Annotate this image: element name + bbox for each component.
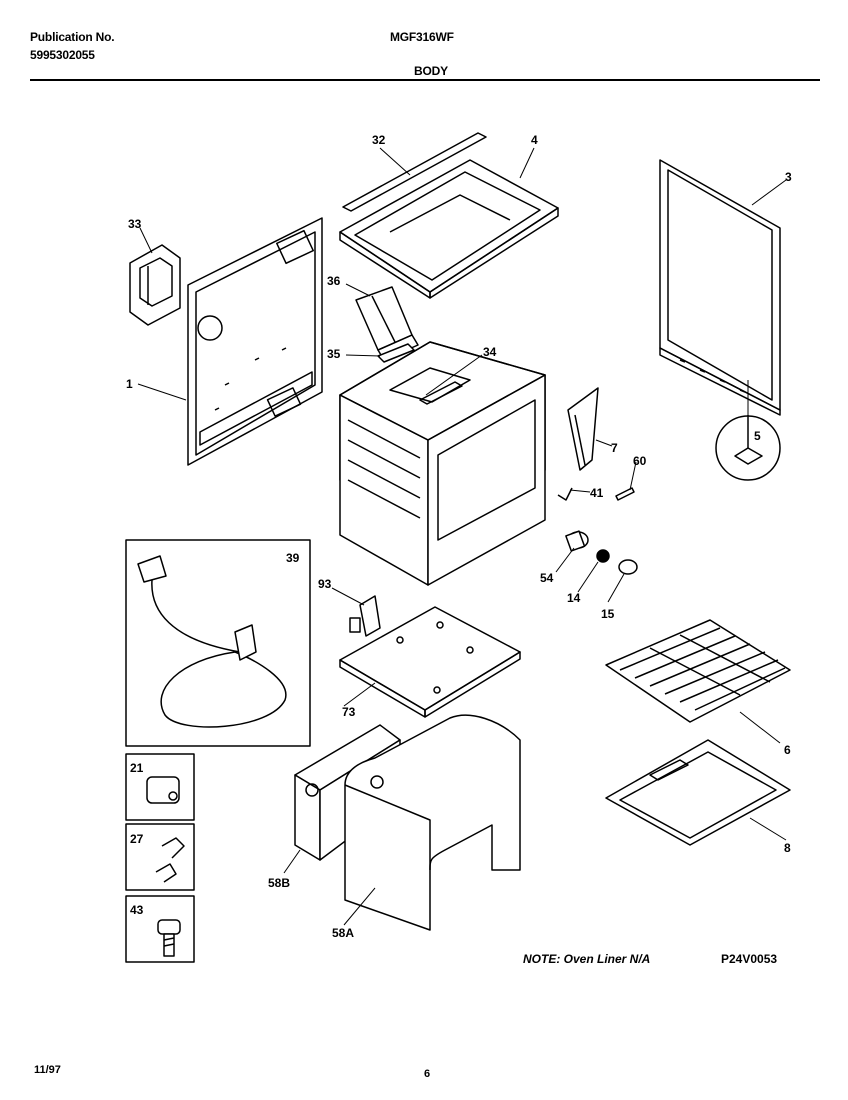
part-41-clip [557, 487, 573, 501]
callout-93: 93 [318, 577, 332, 591]
callout-43: 43 [130, 903, 144, 917]
part-oven-body [339, 341, 546, 586]
part-54-socket [565, 530, 589, 552]
callout-3: 3 [785, 170, 792, 184]
callout-58A: 58A [332, 926, 354, 940]
part-60-clip [615, 487, 635, 501]
callout-41: 41 [590, 486, 604, 500]
part-27-box [125, 823, 195, 891]
leader-lines [137, 147, 787, 926]
part-4-top-tray [339, 159, 559, 299]
part-back-panel [187, 217, 323, 466]
part-93-bracket [349, 595, 381, 637]
callout-6: 6 [784, 743, 791, 757]
part-35-gasket [377, 343, 415, 363]
header-rule [30, 79, 820, 81]
callout-21: 21 [130, 761, 144, 775]
callout-33: 33 [128, 217, 142, 231]
callout-5: 5 [754, 429, 761, 443]
callout-14: 14 [567, 591, 581, 605]
part-43-box [125, 895, 195, 963]
callout-27: 27 [130, 832, 144, 846]
callout-7: 7 [611, 441, 618, 455]
callout-34: 34 [483, 345, 497, 359]
callout-73: 73 [342, 705, 356, 719]
callout-58B: 58B [268, 876, 290, 890]
part-5-leveling-leg [715, 415, 781, 481]
part-3-side-panel [659, 159, 781, 416]
callout-1: 1 [126, 377, 133, 391]
section-title: BODY [414, 64, 448, 78]
part-39-power-cord [125, 539, 311, 747]
model-number: MGF316WF [390, 30, 454, 44]
oven-liner-note: NOTE: Oven Liner N/A [523, 952, 651, 966]
part-7-bracket [567, 387, 599, 471]
callout-8: 8 [784, 841, 791, 855]
callout-54: 54 [540, 571, 554, 585]
footer-date: 11/97 [34, 1064, 61, 1076]
page-number: 6 [424, 1068, 431, 1080]
part-73-bottom-plate [339, 606, 521, 718]
part-14-ring [596, 549, 610, 563]
callout-60: 60 [633, 454, 647, 468]
figure-code: P24V0053 [721, 952, 778, 966]
callout-4: 4 [531, 133, 538, 147]
callout-36: 36 [327, 274, 341, 288]
callout-32: 32 [372, 133, 386, 147]
callout-15: 15 [601, 607, 615, 621]
part-15-bulb [618, 559, 638, 575]
part-21-box [125, 753, 195, 821]
part-33-box [129, 244, 181, 326]
part-6-oven-rack [605, 619, 791, 723]
part-8-broiler-pan [605, 739, 791, 846]
callout-35: 35 [327, 347, 341, 361]
part-32-strip [342, 132, 487, 212]
publication-label: Publication No. [30, 30, 115, 44]
part-58A-cover [344, 714, 521, 931]
callout-39: 39 [286, 551, 300, 565]
publication-number: 5995302055 [30, 48, 95, 62]
